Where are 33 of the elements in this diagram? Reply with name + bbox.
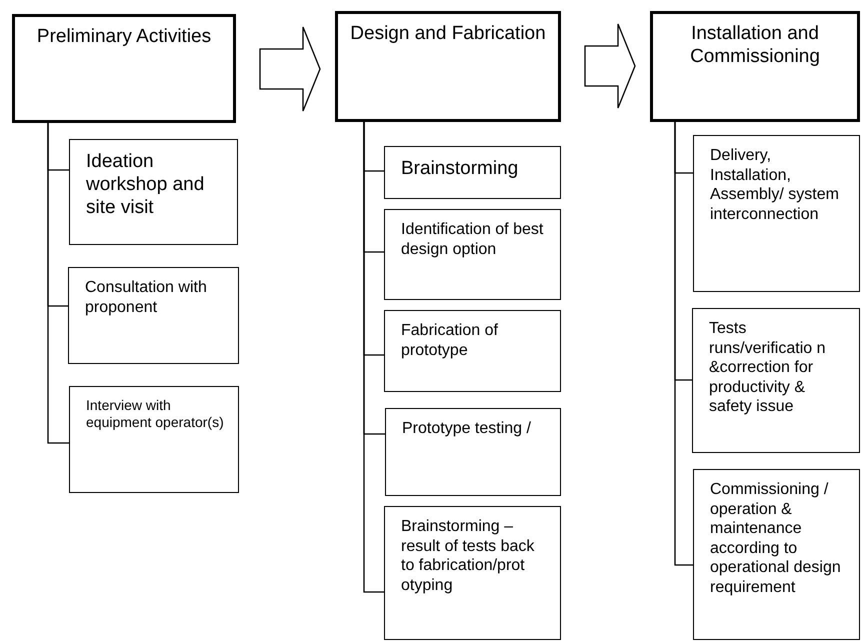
task-box [384, 506, 561, 640]
task-text: Fabrication of prototype [401, 321, 499, 360]
block-arrow [584, 23, 636, 109]
task-box [692, 308, 860, 453]
task-text: Tests runs/verificatio n &correction for productivity & safety issue [709, 319, 826, 417]
phase-title: Preliminary Activities [36, 25, 212, 48]
task-box [384, 310, 561, 392]
connector-line [47, 123, 69, 444]
task-box [68, 267, 239, 364]
task-text: Consultation with proponent [85, 278, 208, 318]
task-text: Brainstorming –result of tests back to fabrication/prot otyping [401, 517, 536, 596]
task-box [384, 209, 561, 300]
task-text: Prototype testing / [402, 419, 531, 439]
task-box [69, 139, 238, 245]
task-box [385, 408, 561, 496]
phase-box [650, 11, 860, 122]
phase-box [12, 14, 236, 123]
task-text: Brainstorming [401, 157, 518, 180]
phase-title: Installation and Commissioning [689, 22, 821, 68]
phase-box [335, 11, 561, 122]
task-text: Delivery, Installation, Assembly/ system interconnection [710, 146, 840, 224]
connector-line [363, 122, 384, 593]
phase-title: Design and Fabrication [350, 22, 546, 46]
task-box [69, 386, 239, 493]
connector-line [674, 122, 693, 566]
task-text: Commissioning / operation & maintenance according to operational design requirement [710, 480, 842, 598]
task-box [693, 135, 860, 292]
task-box [384, 146, 561, 199]
task-box [693, 469, 860, 640]
task-text: Identification of best design option [401, 220, 544, 260]
task-text: Interview with equipment operator(s) [86, 397, 225, 432]
block-arrow [259, 26, 321, 112]
task-text: Ideation workshop and site visit [86, 150, 206, 220]
